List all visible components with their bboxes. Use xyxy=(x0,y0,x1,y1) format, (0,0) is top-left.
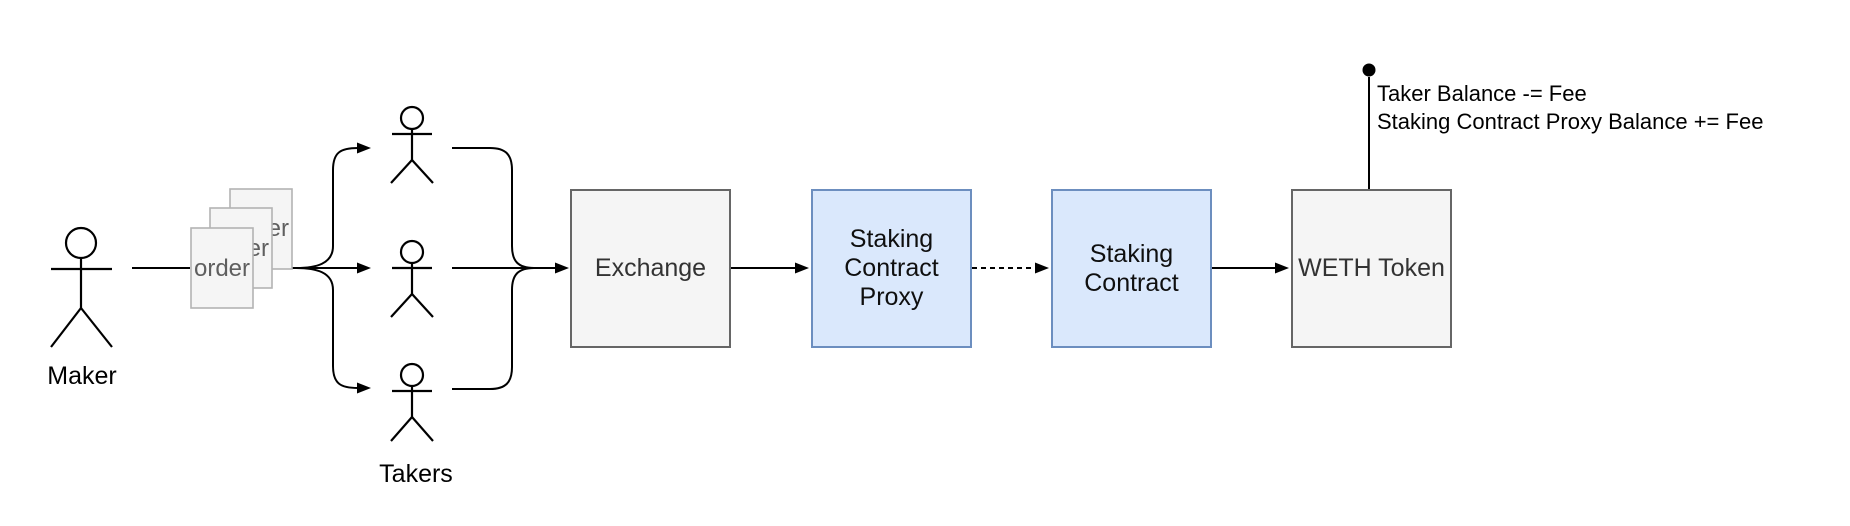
edge-orders-branch-up xyxy=(295,147,359,269)
order-doc-front xyxy=(190,227,254,309)
node-weth-token: WETH Token xyxy=(1291,189,1452,348)
edge-taker-bottom-merge xyxy=(452,267,535,390)
takers-label: Takers xyxy=(379,460,453,488)
order-doc-front-label: order xyxy=(194,255,250,282)
arrowhead-proxy xyxy=(795,262,809,274)
maker-label: Maker xyxy=(47,362,117,390)
edge-taker-top-merge xyxy=(452,147,535,269)
arrowhead-taker-bottom xyxy=(357,382,371,394)
arrowhead-weth xyxy=(1275,262,1289,274)
arrowhead-staking-contract xyxy=(1035,262,1049,274)
annotation-endpoint-dot xyxy=(1362,63,1376,77)
maker-figure xyxy=(50,226,113,348)
node-exchange: Exchange xyxy=(570,189,731,348)
taker-figure-bottom xyxy=(390,362,434,442)
fee-annotation: Taker Balance -= Fee Staking Contract Pr… xyxy=(1377,80,1763,136)
arrowhead-taker-top xyxy=(357,142,371,154)
edge-orders-branch-down xyxy=(295,267,359,389)
taker-figure-middle xyxy=(390,239,434,318)
taker-figure-top xyxy=(390,105,434,184)
arrowhead-taker-middle xyxy=(357,262,371,274)
node-staking-contract-proxy: Staking Contract Proxy xyxy=(811,189,972,348)
fee-annotation-line-2: Staking Contract Proxy Balance += Fee xyxy=(1377,108,1764,134)
arrowhead-exchange xyxy=(555,262,569,274)
node-staking-contract: Staking Contract xyxy=(1051,189,1212,348)
fee-annotation-line-1: Taker Balance -= Fee xyxy=(1377,81,1587,106)
order-documents-stack: order order order xyxy=(190,188,293,309)
